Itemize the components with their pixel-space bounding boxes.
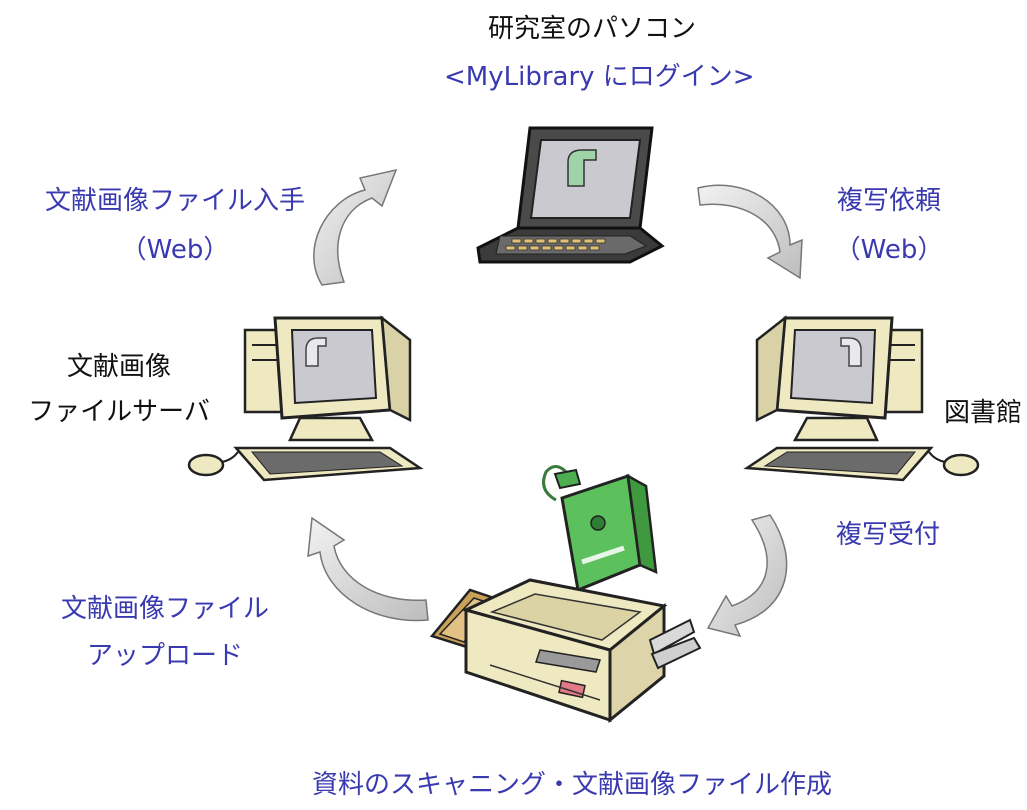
arrow-upload — [307, 516, 429, 622]
flow-get-file-label: 文献画像ファイル入手 （Web） — [30, 186, 320, 266]
flow-upload-line1: 文献画像ファイル — [60, 594, 269, 624]
arrow-copy-reception — [706, 514, 788, 638]
scanner-icon — [429, 578, 702, 724]
flow-upload-label: 文献画像ファイル アップロード — [40, 594, 290, 672]
arrow-get-file — [313, 168, 398, 286]
flow-get-file-line2: （Web） — [120, 235, 230, 266]
file-server-label: 文献画像 ファイルサーバ — [4, 352, 234, 428]
lab-pc-title: 研究室のパソコン — [488, 14, 697, 44]
file-server-label-line2: ファイルサーバ — [28, 397, 210, 428]
flow-upload-line2: アップロード — [86, 641, 243, 672]
lab-pc-subtitle: <MyLibrary にログイン> — [444, 62, 755, 92]
arrow-copy-request — [697, 184, 803, 280]
flow-copy-request-label: 複写依頼 （Web） — [804, 186, 974, 266]
flow-copy-reception-label: 複写受付 — [836, 520, 941, 550]
desktop-computer-icon — [743, 315, 980, 482]
flow-get-file-line1: 文献画像ファイル入手 — [44, 186, 305, 216]
flow-copy-request-line1: 複写依頼 — [836, 186, 941, 216]
library-label: 図書館 — [944, 398, 1023, 428]
file-server-label-line1: 文献画像 — [66, 352, 171, 382]
laptop-icon — [476, 126, 665, 264]
scanner-label: 資料のスキャニング・文献画像ファイル作成 — [312, 770, 833, 800]
desktop-computer-icon — [187, 315, 424, 482]
book-icon — [542, 465, 658, 593]
flow-copy-request-line2: （Web） — [834, 235, 944, 266]
